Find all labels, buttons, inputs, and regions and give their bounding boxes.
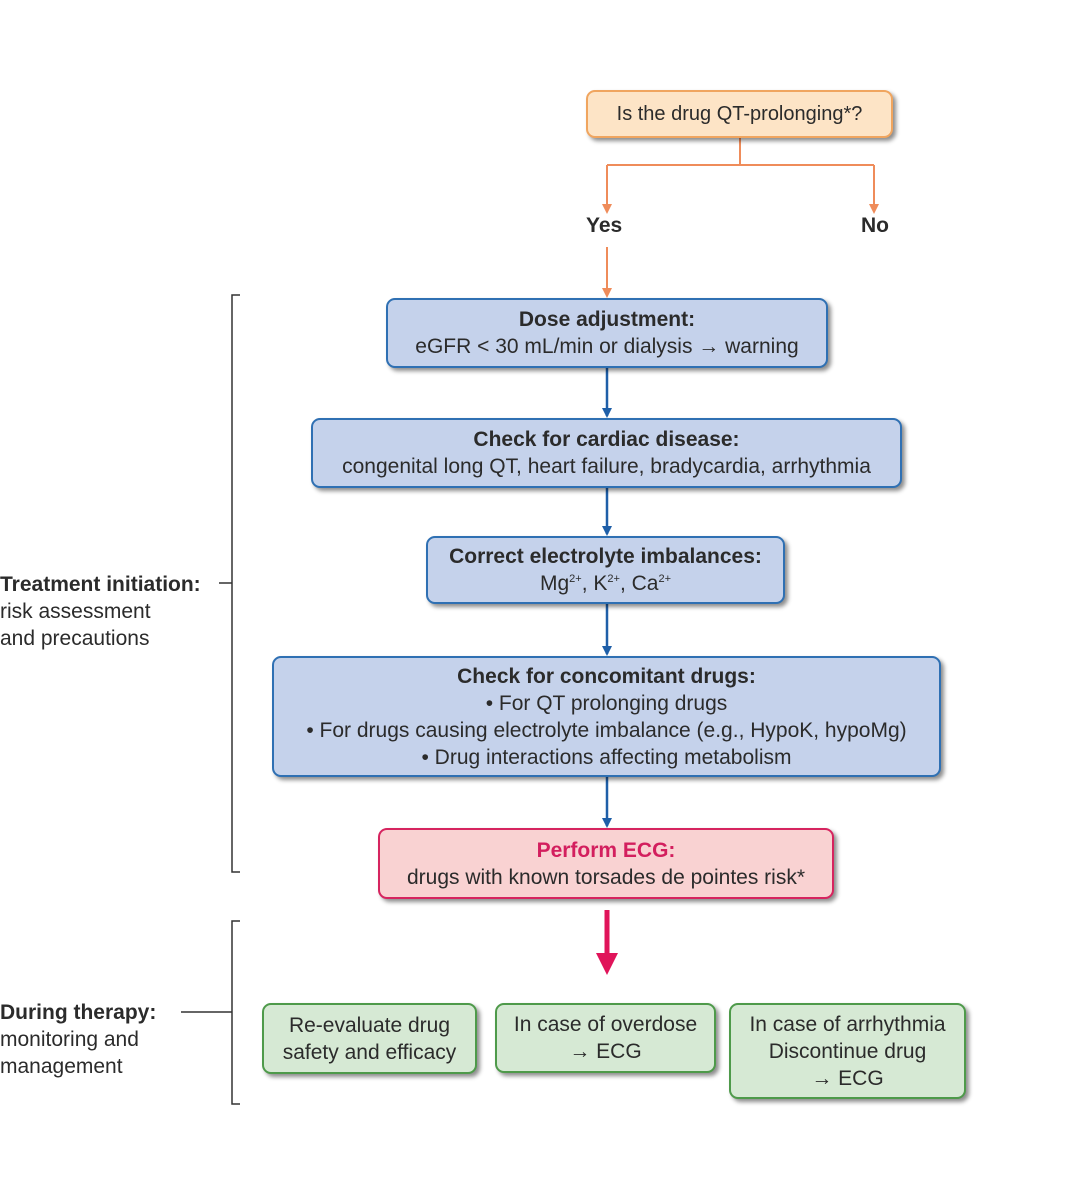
concomitant-bullet-qt: • For QT prolonging drugs — [485, 691, 728, 715]
during-therapy-label: During therapy: monitoring and managemen… — [0, 999, 156, 1080]
arrhythmia-line1: In case of arrhythmia — [749, 1012, 946, 1036]
overdose-line2: → ECG — [569, 1040, 642, 1063]
concomitant-drugs-box: Check for concomitant drugs: • For QT pr… — [272, 656, 941, 777]
perform-ecg-box: Perform ECG: drugs with known torsades d… — [378, 828, 834, 899]
arrhythmia-line3: → ECG — [811, 1066, 884, 1090]
cardiac-disease-box: Check for cardiac disease: congenital lo… — [311, 418, 902, 488]
cardiac-disease-title: Check for cardiac disease: — [473, 428, 740, 451]
ion-separator: , — [581, 572, 594, 595]
electrolyte-title: Correct electrolyte imbalances: — [449, 545, 762, 568]
ion-ca: Ca — [631, 572, 659, 595]
electrolyte-box: Correct electrolyte imbalances: Mg2+, K2… — [426, 536, 785, 604]
during-therapy-title: During therapy: — [0, 1001, 157, 1024]
concomitant-bullet-interactions: • Drug interactions affecting metabolism — [421, 745, 792, 769]
perform-ecg-text: drugs with known torsades de pointes ris… — [406, 865, 806, 889]
arrhythmia-box: In case of arrhythmia Discontinue drug →… — [729, 1003, 966, 1099]
overdose-line1: In case of overdose — [513, 1013, 698, 1036]
concomitant-bullet-electrolyte: • For drugs causing electrolyte imbalanc… — [306, 718, 907, 742]
initiation-bracket — [219, 294, 240, 873]
during-therapy-line2: management — [0, 1055, 123, 1078]
question-branch-lines — [602, 138, 879, 298]
reevaluate-box: Re-evaluate drug safety and efficacy — [262, 1003, 477, 1074]
electrolyte-ions: Mg2+, K2+, Ca2+ — [540, 570, 671, 597]
question-box: Is the drug QT-prolonging*? — [586, 90, 893, 138]
treatment-initiation-label: Treatment initiation: risk assessment an… — [0, 571, 201, 652]
yes-label: Yes — [586, 214, 623, 237]
treatment-initiation-line1: risk assessment — [0, 600, 151, 623]
ion-k: K — [593, 572, 608, 595]
overdose-box: In case of overdose → ECG — [495, 1003, 716, 1073]
ion-k-charge: 2+ — [607, 573, 620, 585]
perform-ecg-title: Perform ECG: — [536, 838, 676, 862]
ion-mg: Mg — [539, 572, 570, 595]
treatment-initiation-line2: and precautions — [0, 627, 150, 650]
treatment-initiation-title: Treatment initiation: — [0, 573, 201, 596]
dose-adjustment-box: Dose adjustment: eGFR < 30 mL/min or dia… — [386, 298, 828, 368]
concomitant-drugs-title: Check for concomitant drugs: — [457, 664, 756, 688]
ion-separator: , — [619, 572, 632, 595]
no-label: No — [861, 214, 889, 237]
therapy-bracket — [181, 920, 240, 1105]
during-therapy-line1: monitoring and — [0, 1028, 139, 1051]
dose-adjustment-title: Dose adjustment: — [518, 308, 696, 331]
question-text: Is the drug QT-prolonging*? — [616, 102, 863, 125]
arrhythmia-line2: Discontinue drug — [768, 1039, 927, 1063]
ion-mg-charge: 2+ — [569, 573, 582, 585]
dose-adjustment-text: eGFR < 30 mL/min or dialysis → warning — [415, 335, 799, 358]
reevaluate-line2: safety and efficacy — [282, 1040, 457, 1064]
ion-ca-charge: 2+ — [658, 573, 672, 585]
cardiac-disease-text: congenital long QT, heart failure, brady… — [342, 455, 871, 478]
reevaluate-line1: Re-evaluate drug — [288, 1013, 451, 1037]
ecg-to-therapy-arrow — [596, 910, 618, 975]
